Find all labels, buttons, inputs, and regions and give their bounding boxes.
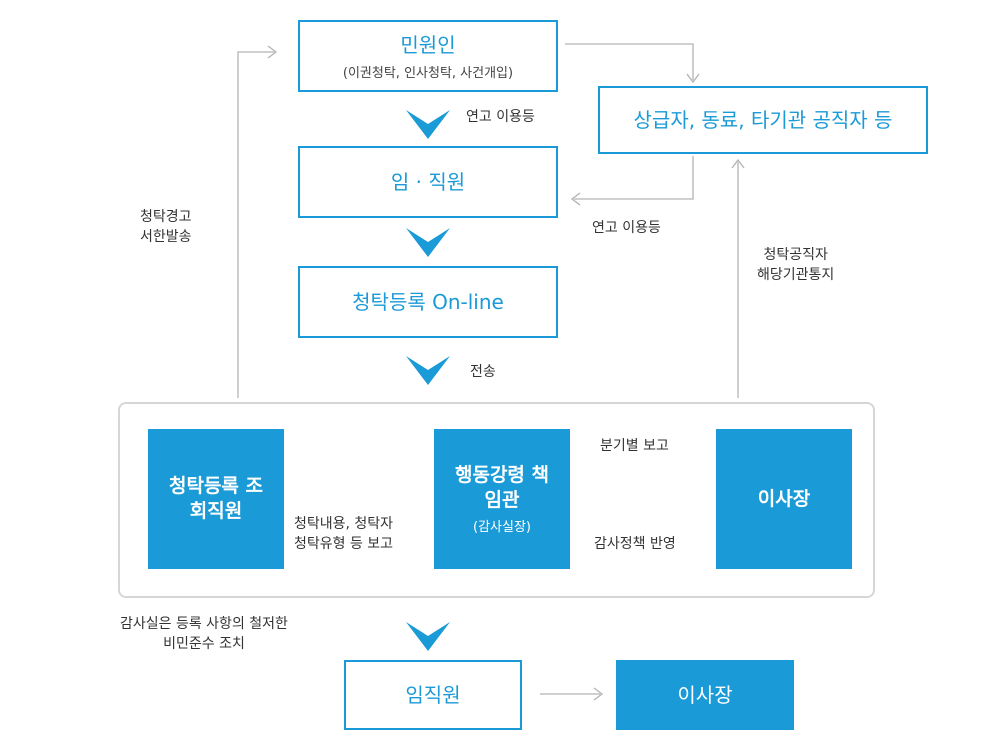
node-label: 행동강령 책임관: [454, 463, 549, 511]
edge-label-line: 비민준수 조치: [163, 636, 245, 653]
edge-label-connections-2: 연고 이용등: [592, 220, 661, 236]
edge-label-quarterly: 분기별 보고: [600, 438, 669, 454]
edge-label-line: 청탁공직자: [763, 247, 828, 263]
chevron-down-icon: [406, 228, 450, 257]
node-label: 임직원: [405, 683, 461, 707]
edge-label-report-content: 청탁내용, 청탁자 청탁유형 등 보고: [294, 514, 393, 555]
node-staff-bottom: 임직원: [344, 660, 522, 730]
edge-warning-loop: [237, 51, 274, 398]
node-petitioner: 민원인 (이권청탁, 인사청탁, 사건개입): [298, 20, 558, 92]
node-director-bottom: 이사장: [616, 660, 794, 730]
node-label: 임 · 직원: [390, 170, 466, 194]
edge-label-warning: 청탁경고 서한발송: [140, 207, 192, 248]
node-label: 청탁등록 On-line: [352, 290, 504, 314]
node-reviewer: 청탁등록 조회직원: [148, 429, 284, 569]
edge-label-transmit: 전송: [470, 364, 496, 380]
arrowhead-colleagues-bottom: [731, 158, 745, 169]
node-label: 상급자, 동료, 타기관 공직자 등: [633, 108, 893, 132]
node-label: 민원인: [400, 32, 456, 57]
edge-label-notify: 청탁공직자 해당기관통지: [757, 245, 834, 286]
edge-label-line: 청탁유형 등 보고: [294, 536, 394, 553]
node-officer: 행동강령 책임관 (감사실장): [434, 429, 570, 569]
edge-label-audit-policy: 감사정책 반영: [594, 536, 676, 552]
node-staff: 임 · 직원: [298, 146, 558, 218]
edge-label-line: 청탁내용, 청탁자: [294, 516, 394, 532]
node-label: 청탁등록 조회직원: [161, 474, 271, 523]
node-label: 이사장: [757, 487, 811, 510]
edge-label-line: 감사실은 등록 사항의 철저한: [120, 616, 288, 632]
node-label: 이사장: [677, 683, 733, 707]
node-online: 청탁등록 On-line: [298, 266, 558, 338]
edge-label-line: 서한발송: [140, 229, 192, 246]
edge-label-confidential: 감사실은 등록 사항의 철저한 비민준수 조치: [120, 614, 288, 655]
chevron-down-icon: [406, 622, 450, 651]
node-sublabel: (감사실장): [473, 520, 531, 536]
edge-petitioner-colleagues: [565, 43, 694, 80]
arrowhead-staff-right: [570, 192, 581, 206]
node-colleagues: 상급자, 동료, 타기관 공직자 등: [598, 86, 928, 154]
edge-colleagues-staff: [574, 156, 694, 200]
edge-label-line: 청탁경고: [140, 209, 192, 225]
chevron-down-icon: [406, 356, 450, 385]
node-sublabel: (이권청탁, 인사청탁, 사건개입): [342, 65, 514, 81]
edge-label-line: 해당기관통지: [757, 267, 835, 284]
chevron-down-icon: [406, 110, 450, 139]
arrowhead-petitioner-left: [267, 45, 278, 59]
node-label-line: 청탁등록 조회직원: [168, 475, 263, 522]
arrowhead-colleagues-top: [686, 73, 700, 84]
edge-label-connections-1: 연고 이용등: [466, 109, 535, 125]
node-director-inner: 이사장: [716, 429, 852, 569]
arrowhead-director-bottom: [593, 687, 604, 701]
